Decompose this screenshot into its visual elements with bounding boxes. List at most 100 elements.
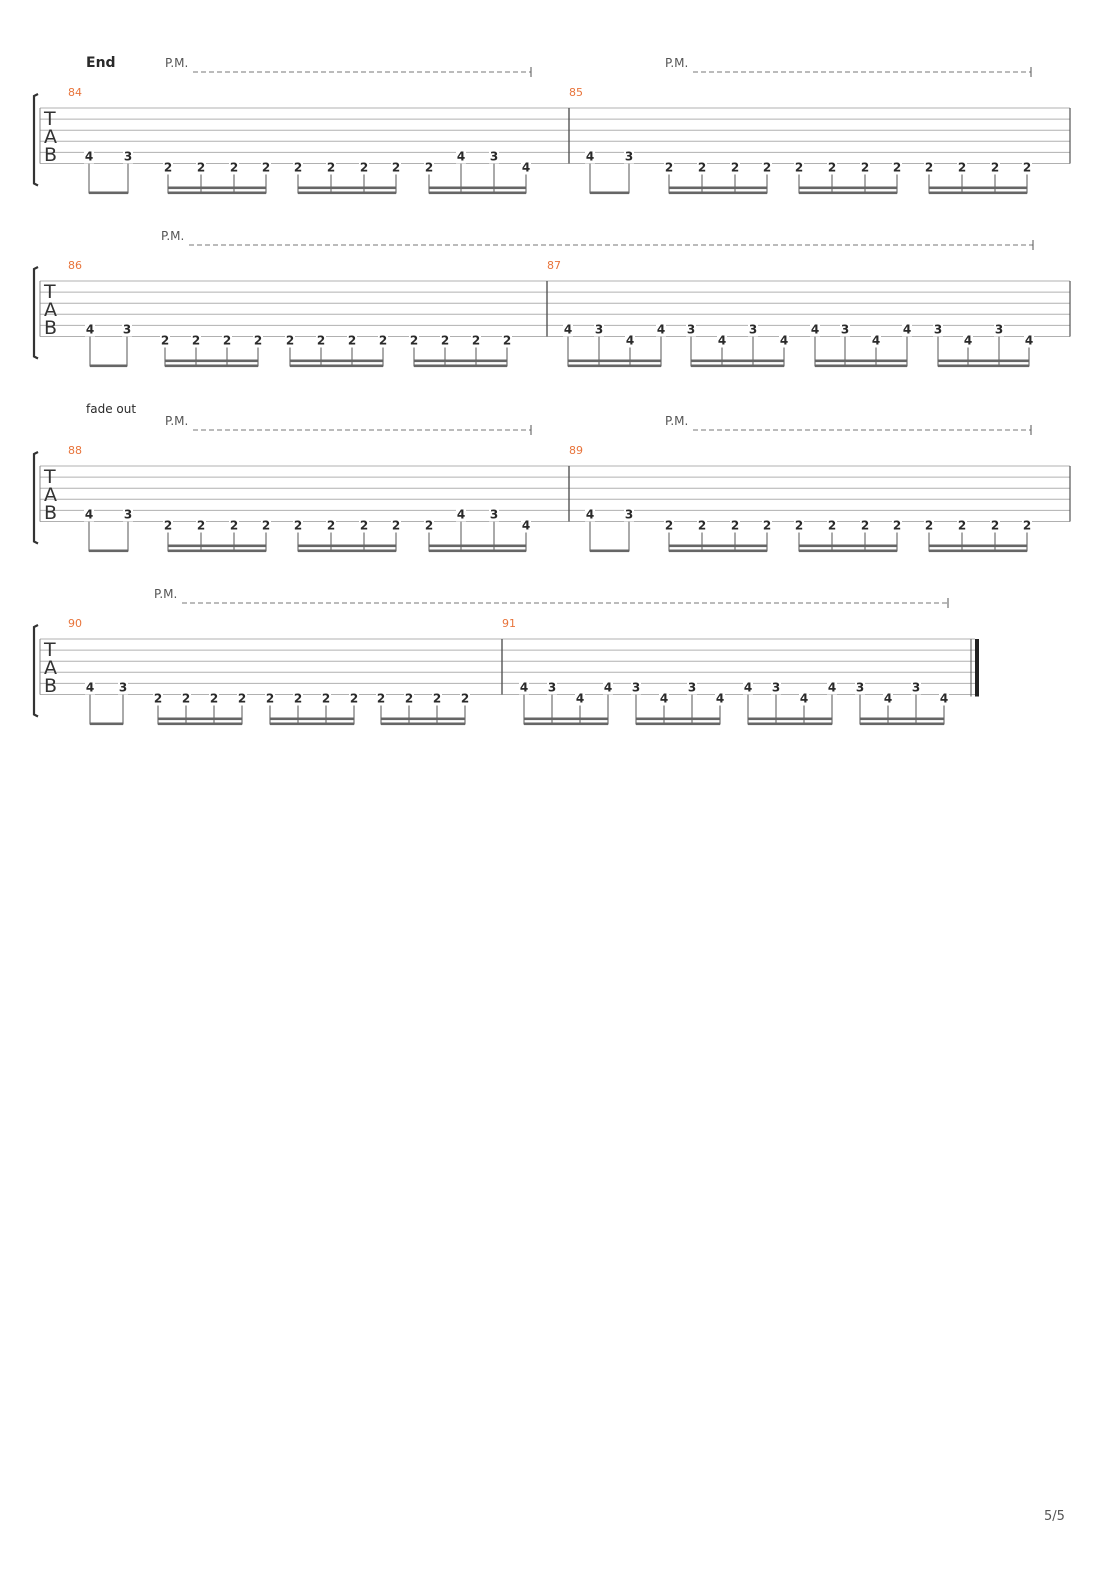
fret-number: 3 bbox=[841, 323, 849, 337]
palm-mute-label: P.M. bbox=[154, 587, 177, 601]
note-beam bbox=[89, 549, 128, 553]
fret-bg bbox=[715, 693, 725, 706]
fret-number: 2 bbox=[925, 519, 933, 533]
fret-bg bbox=[209, 693, 219, 706]
fret-bg bbox=[502, 335, 512, 348]
note-beam bbox=[270, 722, 354, 726]
fret-number: 4 bbox=[576, 692, 584, 706]
fret-number: 4 bbox=[744, 681, 752, 695]
fret-number: 3 bbox=[856, 681, 864, 695]
fret-number: 3 bbox=[772, 681, 780, 695]
fret-number: 2 bbox=[164, 161, 172, 175]
fret-number: 2 bbox=[795, 519, 803, 533]
note-beam bbox=[524, 717, 608, 721]
fret-bg bbox=[456, 509, 466, 522]
note-beam bbox=[429, 186, 526, 190]
fret-bg bbox=[924, 520, 934, 533]
fret-bg bbox=[378, 335, 388, 348]
fret-bg bbox=[237, 693, 247, 706]
fret-number: 2 bbox=[230, 519, 238, 533]
fret-number: 2 bbox=[154, 692, 162, 706]
fret-number: 2 bbox=[360, 519, 368, 533]
fret-number: 2 bbox=[377, 692, 385, 706]
fret-number: 4 bbox=[718, 334, 726, 348]
note-beam bbox=[691, 364, 784, 368]
fret-number: 2 bbox=[731, 161, 739, 175]
fret-bg bbox=[391, 162, 401, 175]
fret-bg bbox=[321, 693, 331, 706]
fret-number: 4 bbox=[660, 692, 668, 706]
note-beam bbox=[298, 544, 396, 548]
fret-bg bbox=[717, 335, 727, 348]
fret-bg bbox=[440, 335, 450, 348]
note-beam bbox=[669, 191, 767, 195]
note-beam bbox=[636, 717, 720, 721]
fret-bg bbox=[265, 693, 275, 706]
fret-number: 3 bbox=[625, 508, 633, 522]
fret-number: 2 bbox=[392, 519, 400, 533]
note-beam bbox=[815, 359, 907, 363]
fret-number: 2 bbox=[991, 161, 999, 175]
fret-bg bbox=[697, 520, 707, 533]
fret-bg bbox=[748, 324, 758, 337]
fret-number: 2 bbox=[294, 519, 302, 533]
note-beam bbox=[860, 717, 944, 721]
fret-bg bbox=[229, 162, 239, 175]
tab-clef-letter: A bbox=[44, 657, 57, 679]
fret-number: 4 bbox=[828, 681, 836, 695]
note-beam bbox=[568, 364, 661, 368]
fret-bg bbox=[432, 693, 442, 706]
fret-bg bbox=[883, 693, 893, 706]
fret-number: 3 bbox=[632, 681, 640, 695]
fret-bg bbox=[994, 324, 1004, 337]
fret-number: 2 bbox=[266, 692, 274, 706]
fret-number: 2 bbox=[164, 519, 172, 533]
fret-number: 2 bbox=[197, 161, 205, 175]
fret-bg bbox=[1022, 162, 1032, 175]
fret-number: 2 bbox=[665, 161, 673, 175]
fret-bg bbox=[957, 520, 967, 533]
fret-number: 2 bbox=[161, 334, 169, 348]
fret-bg bbox=[123, 151, 133, 164]
measure-number: 85 bbox=[569, 86, 583, 99]
tab-clef-letter: B bbox=[44, 502, 57, 524]
fret-number: 2 bbox=[503, 334, 511, 348]
fret-number: 2 bbox=[472, 334, 480, 348]
note-beam bbox=[168, 186, 266, 190]
fret-number: 2 bbox=[461, 692, 469, 706]
fret-number: 3 bbox=[119, 681, 127, 695]
fret-number: 2 bbox=[392, 161, 400, 175]
fret-number: 2 bbox=[317, 334, 325, 348]
note-beam bbox=[799, 544, 897, 548]
fret-number: 4 bbox=[522, 161, 530, 175]
system-bracket bbox=[32, 93, 39, 187]
fret-number: 4 bbox=[586, 508, 594, 522]
note-beam bbox=[429, 549, 526, 553]
fret-number: 4 bbox=[586, 150, 594, 164]
fret-number: 2 bbox=[405, 692, 413, 706]
fret-bg bbox=[163, 520, 173, 533]
fret-bg bbox=[743, 682, 753, 695]
fret-number: 4 bbox=[626, 334, 634, 348]
fret-number: 3 bbox=[912, 681, 920, 695]
note-beam bbox=[524, 722, 608, 726]
fret-bg bbox=[794, 162, 804, 175]
fret-bg bbox=[456, 151, 466, 164]
fret-number: 2 bbox=[763, 161, 771, 175]
fret-bg bbox=[686, 324, 696, 337]
tab-clef-letter: A bbox=[44, 484, 57, 506]
note-beam bbox=[799, 186, 897, 190]
fret-bg bbox=[990, 162, 1000, 175]
note-beam bbox=[938, 359, 1029, 363]
fret-bg bbox=[293, 520, 303, 533]
fret-bg bbox=[860, 162, 870, 175]
measure-number: 90 bbox=[68, 617, 82, 630]
fret-bg bbox=[424, 162, 434, 175]
measure-number: 84 bbox=[68, 86, 82, 99]
fret-number: 2 bbox=[294, 161, 302, 175]
fret-bg bbox=[293, 693, 303, 706]
fret-bg bbox=[222, 335, 232, 348]
fret-bg bbox=[85, 324, 95, 337]
